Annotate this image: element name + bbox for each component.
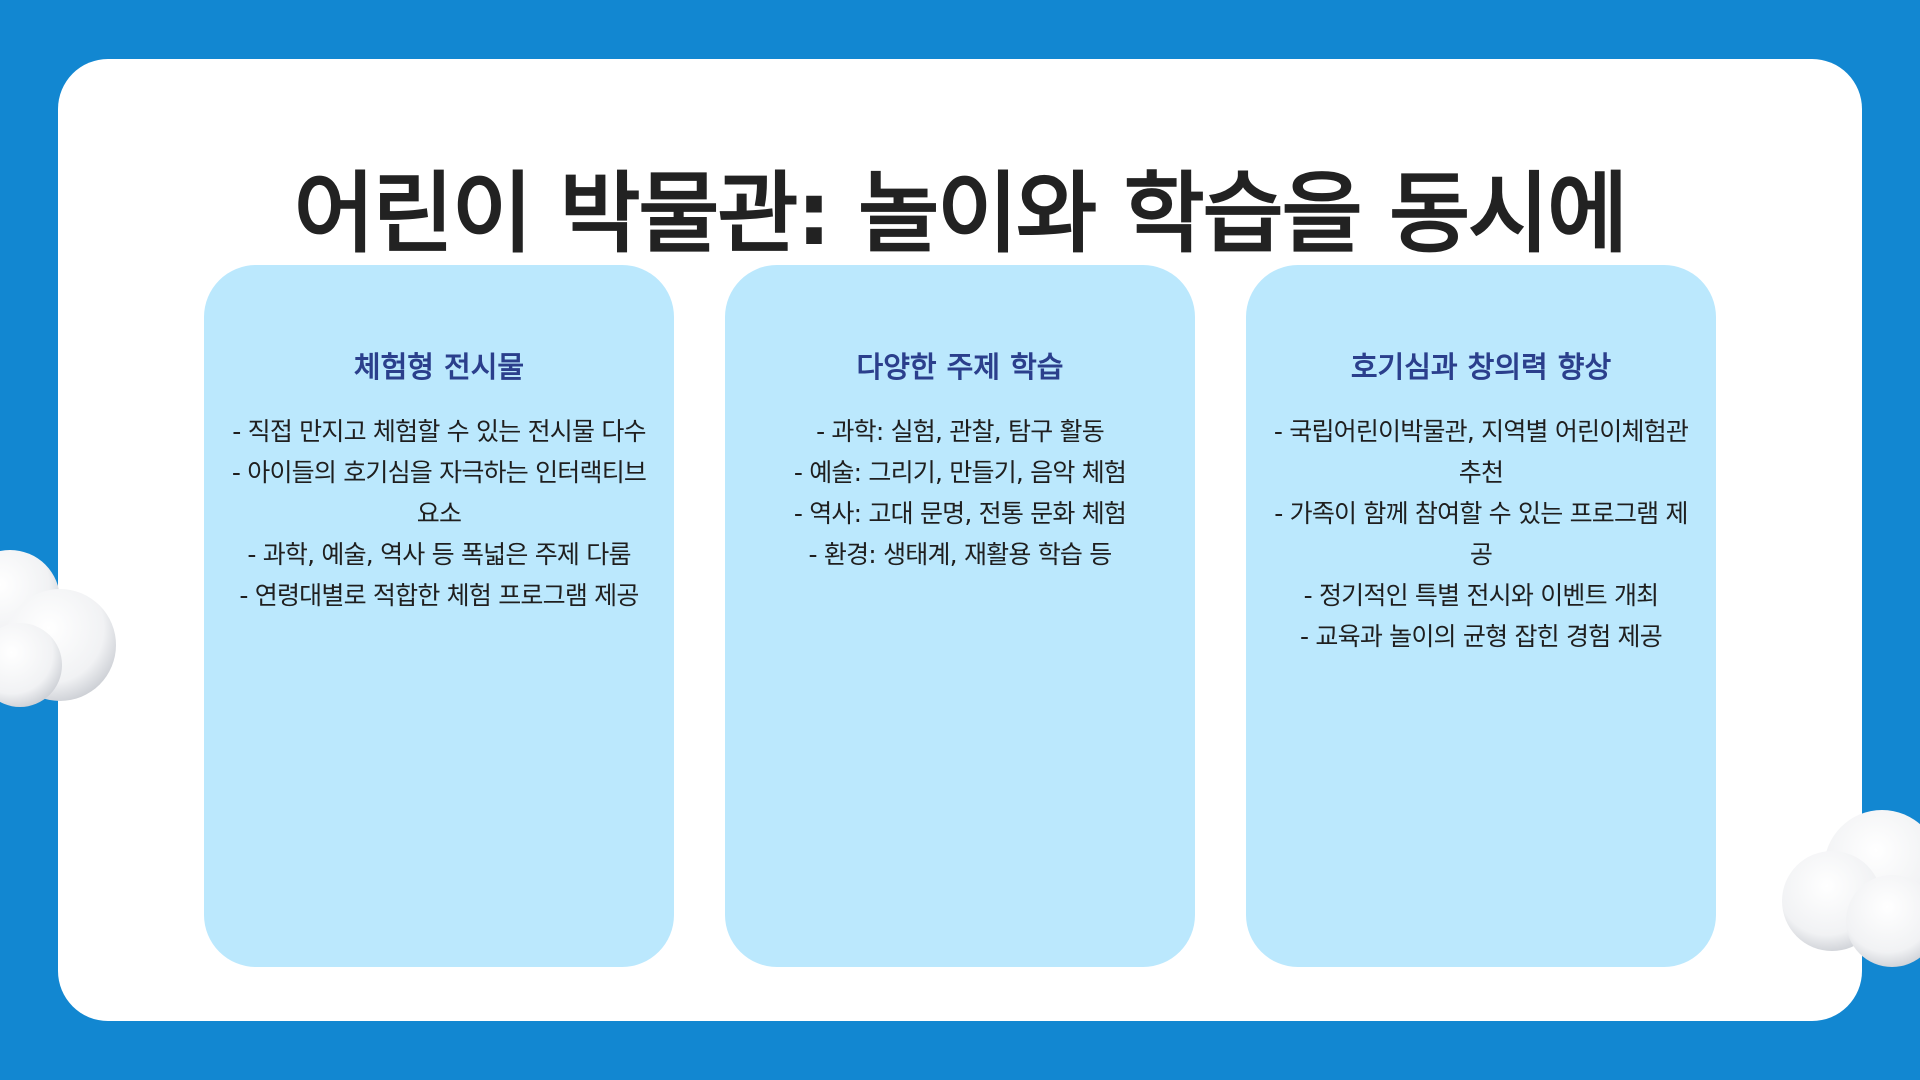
cloud-icon: [1782, 810, 1920, 967]
card-list: - 직접 만지고 체험할 수 있는 전시물 다수 - 아이들의 호기심을 자극하…: [226, 411, 652, 616]
list-item: - 가족이 함께 참여할 수 있는 프로그램 제공: [1274, 499, 1688, 569]
cloud-icon: [0, 550, 116, 707]
card-list: - 국립어린이박물관, 지역별 어린이체험관 추천 - 가족이 함께 참여할 수…: [1268, 411, 1694, 657]
card-experience-exhibits: 체험형 전시물 - 직접 만지고 체험할 수 있는 전시물 다수 - 아이들의 …: [204, 265, 674, 967]
list-item: - 환경: 생태계, 재활용 학습 등: [808, 540, 1113, 569]
card-curiosity-creativity: 호기심과 창의력 향상 - 국립어린이박물관, 지역별 어린이체험관 추천 - …: [1246, 265, 1716, 967]
slide-panel: 어린이 박물관: 놀이와 학습을 동시에 체험형 전시물 - 직접 만지고 체험…: [58, 59, 1862, 1021]
list-item: - 교육과 놀이의 균형 잡힌 경험 제공: [1300, 622, 1663, 651]
list-item: - 역사: 고대 문명, 전통 문화 체험: [793, 499, 1127, 528]
card-heading: 다양한 주제 학습: [856, 350, 1064, 384]
list-item: - 예술: 그리기, 만들기, 음악 체험: [793, 458, 1127, 487]
list-item: - 정기적인 특별 전시와 이벤트 개최: [1303, 581, 1660, 610]
list-item: - 연령대별로 적합한 체험 프로그램 제공: [239, 581, 639, 610]
card-heading: 체험형 전시물: [353, 350, 525, 384]
card-list: - 과학: 실험, 관찰, 탐구 활동 - 예술: 그리기, 만들기, 음악 체…: [747, 411, 1173, 575]
page-title: 어린이 박물관: 놀이와 학습을 동시에: [293, 162, 1628, 265]
list-item: - 직접 만지고 체험할 수 있는 전시물 다수: [232, 417, 646, 446]
list-item: - 아이들의 호기심을 자극하는 인터랙티브 요소: [231, 458, 647, 528]
list-item: - 과학: 실험, 관찰, 탐구 활동: [816, 417, 1105, 446]
list-item: - 과학, 예술, 역사 등 폭넓은 주제 다룸: [247, 540, 631, 569]
list-item: - 국립어린이박물관, 지역별 어린이체험관 추천: [1273, 417, 1689, 487]
card-heading: 호기심과 창의력 향상: [1350, 350, 1612, 384]
card-diverse-topics: 다양한 주제 학습 - 과학: 실험, 관찰, 탐구 활동 - 예술: 그리기,…: [725, 265, 1195, 967]
